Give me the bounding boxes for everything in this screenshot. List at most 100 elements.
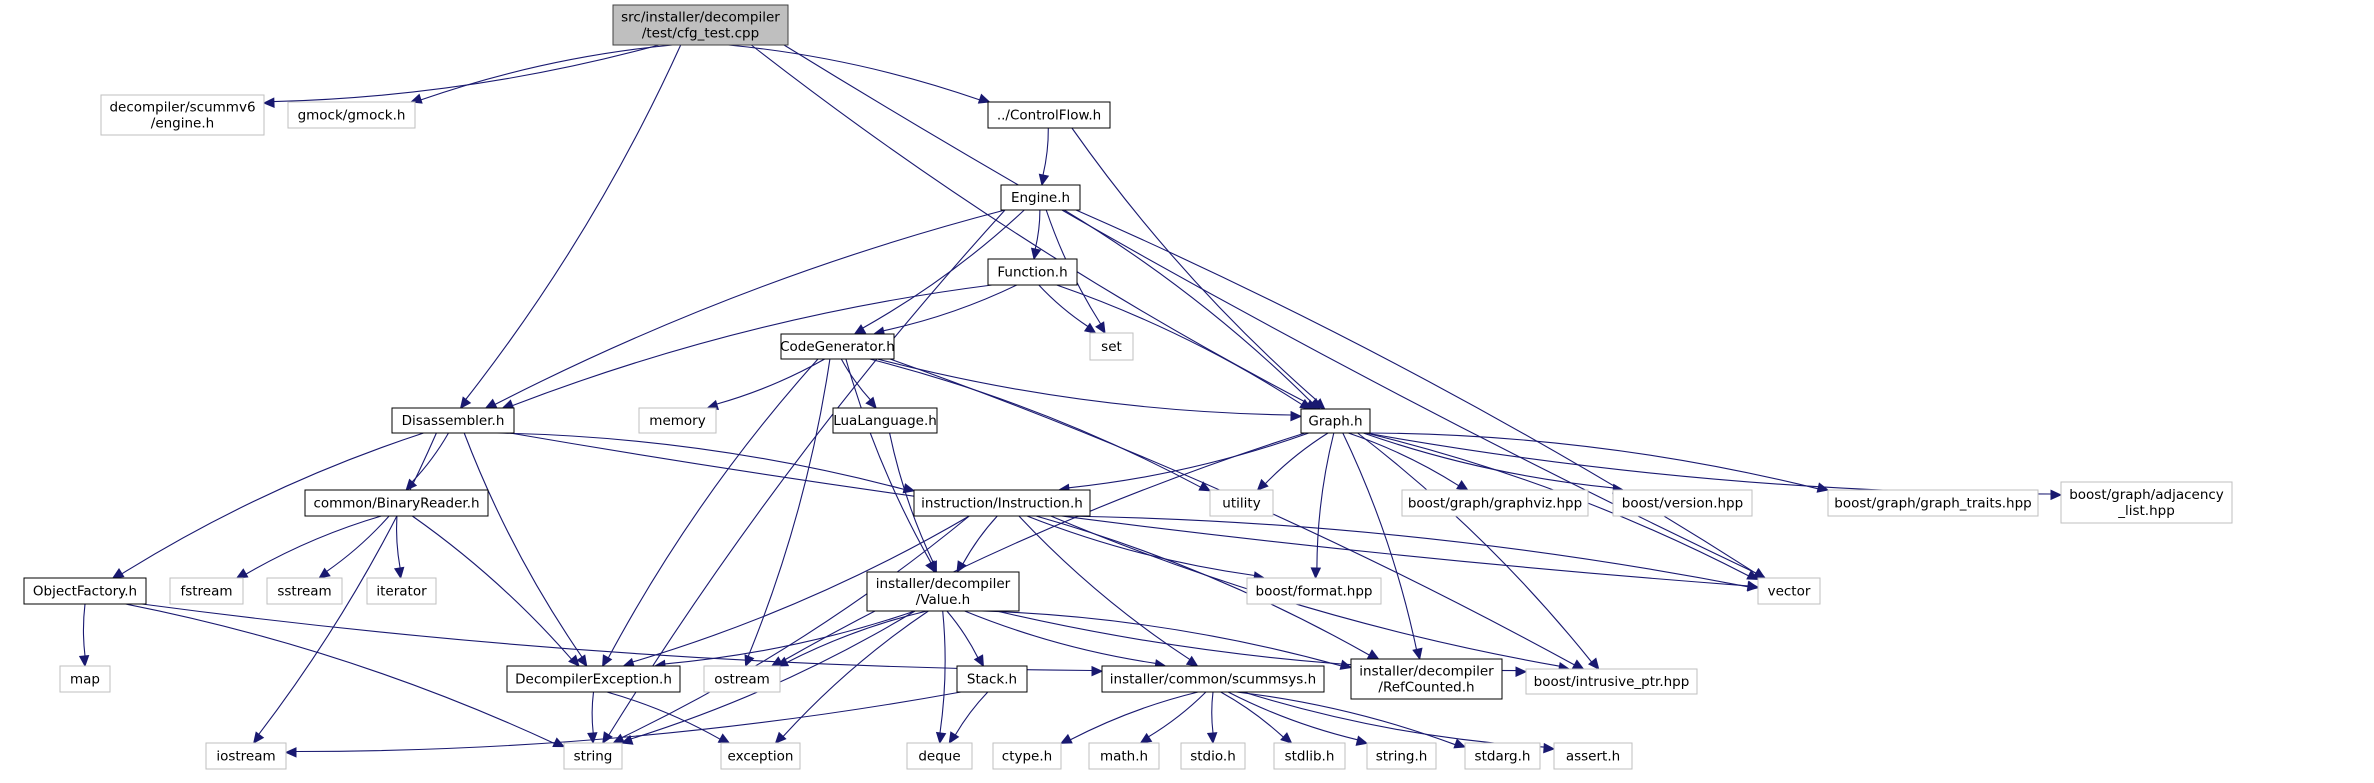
node-label: /Value.h xyxy=(916,592,970,608)
node-label: iostream xyxy=(216,749,275,765)
edge-value-to-refcounted xyxy=(981,610,1342,667)
edge-scummsys-to-stdio xyxy=(1211,691,1214,734)
node-box xyxy=(391,407,515,434)
arrowhead-icon xyxy=(235,568,249,579)
node-codegenerator[interactable]: CodeGenerator.h xyxy=(780,333,895,360)
edge-disassembler-to-vector xyxy=(509,432,1749,587)
node-label: stdlib.h xyxy=(1285,749,1335,765)
node-decompilerexception[interactable]: DecompilerException.h xyxy=(506,665,681,693)
edge-value-to-deque xyxy=(939,610,946,734)
node-label: ../ControlFlow.h xyxy=(997,108,1101,124)
node-stdlib: stdlib.h xyxy=(1273,742,1346,770)
edge-binaryreader-to-decompilerexception xyxy=(411,515,573,660)
arrowhead-icon xyxy=(1185,655,1199,667)
node-value[interactable]: installer/decompiler/Value.h xyxy=(866,571,1020,612)
node-label: map xyxy=(70,672,100,688)
node-label: decompiler/scummv6 xyxy=(109,100,255,116)
node-label: gmock/gmock.h xyxy=(298,108,406,124)
arrowhead-icon xyxy=(1206,732,1218,745)
arrowhead-icon xyxy=(1310,567,1322,580)
node-label: set xyxy=(1101,339,1122,355)
edge-graph-to-refcounted xyxy=(1342,432,1418,650)
node-ctype: ctype.h xyxy=(992,742,1062,770)
node-label: DecompilerException.h xyxy=(515,672,672,688)
node-label: exception xyxy=(728,749,794,765)
node-label: utility xyxy=(1222,496,1260,512)
edge-scummsys-to-math xyxy=(1148,691,1207,738)
node-disassembler[interactable]: Disassembler.h xyxy=(391,407,515,434)
node-box xyxy=(720,742,801,770)
node-stdio: stdio.h xyxy=(1180,742,1246,770)
arrowhead-icon xyxy=(1746,569,1760,580)
edge-controlflow-to-graph xyxy=(1071,127,1319,403)
arrowhead-icon xyxy=(2050,489,2063,501)
arrowhead-icon xyxy=(620,734,634,745)
node-label: /engine.h xyxy=(151,116,214,132)
node-deque: deque xyxy=(906,742,973,770)
arrowhead-icon xyxy=(78,655,90,668)
node-intrusive-ptr: boost/intrusive_ptr.hpp xyxy=(1525,668,1698,695)
node-graphviz: boost/graph/graphviz.hpp xyxy=(1401,489,1589,517)
node-stack[interactable]: Stack.h xyxy=(956,665,1028,693)
edge-function-to-codegenerator xyxy=(883,284,1018,332)
node-exception: exception xyxy=(720,742,801,770)
node-lualanguage[interactable]: LuaLanguage.h xyxy=(832,407,938,434)
edge-function-to-graph xyxy=(1056,284,1303,406)
node-box xyxy=(2060,481,2233,524)
edge-codegenerator-to-graph xyxy=(877,358,1292,416)
node-fstream: fstream xyxy=(169,577,244,605)
node-engine[interactable]: Engine.h xyxy=(1000,184,1081,211)
node-label: common/BinaryReader.h xyxy=(313,496,479,512)
arrowhead-icon xyxy=(1456,479,1469,491)
arrowhead-icon xyxy=(318,567,331,579)
node-label: boost/graph/graphviz.hpp xyxy=(1408,496,1582,512)
edge-codegenerator-to-lualanguage xyxy=(840,358,871,401)
edge-value-to-exception xyxy=(782,610,929,737)
node-iterator: iterator xyxy=(366,577,437,605)
edge-disassembler-to-instruction xyxy=(496,432,905,490)
node-label: boost/intrusive_ptr.hpp xyxy=(1534,674,1690,690)
arrowhead-icon xyxy=(602,731,613,745)
arrowhead-icon xyxy=(501,399,515,410)
node-function[interactable]: Function.h xyxy=(987,258,1078,286)
node-box xyxy=(205,742,287,770)
node-objectfactory[interactable]: ObjectFactory.h xyxy=(23,577,147,605)
node-scummsys[interactable]: installer/common/scummsys.h xyxy=(1101,665,1325,693)
arrowhead-icon xyxy=(774,731,787,744)
node-root[interactable]: src/installer/decompiler/test/cfg_test.c… xyxy=(612,4,789,46)
edge-lualanguage-to-value xyxy=(889,432,934,563)
node-label: LuaLanguage.h xyxy=(833,413,937,429)
arrowhead-icon xyxy=(973,654,984,668)
edge-engine-to-vector xyxy=(1075,209,1757,574)
node-instruction[interactable]: instruction/Instruction.h xyxy=(913,489,1091,517)
node-controlflow[interactable]: ../ControlFlow.h xyxy=(987,101,1111,129)
edge-instruction-to-string xyxy=(621,515,970,739)
arrowhead-icon xyxy=(927,560,937,574)
node-version: boost/version.hpp xyxy=(1612,489,1753,517)
edge-decompilerexception-to-exception xyxy=(606,691,721,740)
node-binaryreader[interactable]: common/BinaryReader.h xyxy=(304,489,489,517)
node-math: math.h xyxy=(1088,742,1160,770)
node-box xyxy=(956,665,1028,693)
node-label: assert.h xyxy=(1566,749,1620,765)
node-box xyxy=(100,94,265,136)
node-label: string.h xyxy=(1376,749,1428,765)
node-graph[interactable]: Graph.h xyxy=(1300,408,1371,434)
edge-root-to-vector xyxy=(783,44,1757,574)
node-box xyxy=(987,258,1078,286)
edge-value-to-ostream xyxy=(786,610,928,663)
edge-instruction-to-value xyxy=(962,515,998,565)
node-box xyxy=(987,101,1111,129)
arrowhead-icon xyxy=(252,731,265,744)
node-label: Stack.h xyxy=(967,672,1017,688)
edge-codegenerator-to-memory xyxy=(716,358,825,405)
edge-objectfactory-to-string xyxy=(125,603,555,744)
node-refcounted[interactable]: installer/decompiler/RefCounted.h xyxy=(1350,658,1503,700)
edge-binaryreader-to-iterator xyxy=(395,515,401,569)
node-string-h: string.h xyxy=(1366,742,1437,770)
node-box xyxy=(780,333,895,360)
node-label: Disassembler.h xyxy=(402,413,505,429)
arrowhead-icon xyxy=(1083,322,1097,334)
arrowhead-icon xyxy=(1746,580,1760,591)
edge-root-to-gmock xyxy=(420,44,673,101)
